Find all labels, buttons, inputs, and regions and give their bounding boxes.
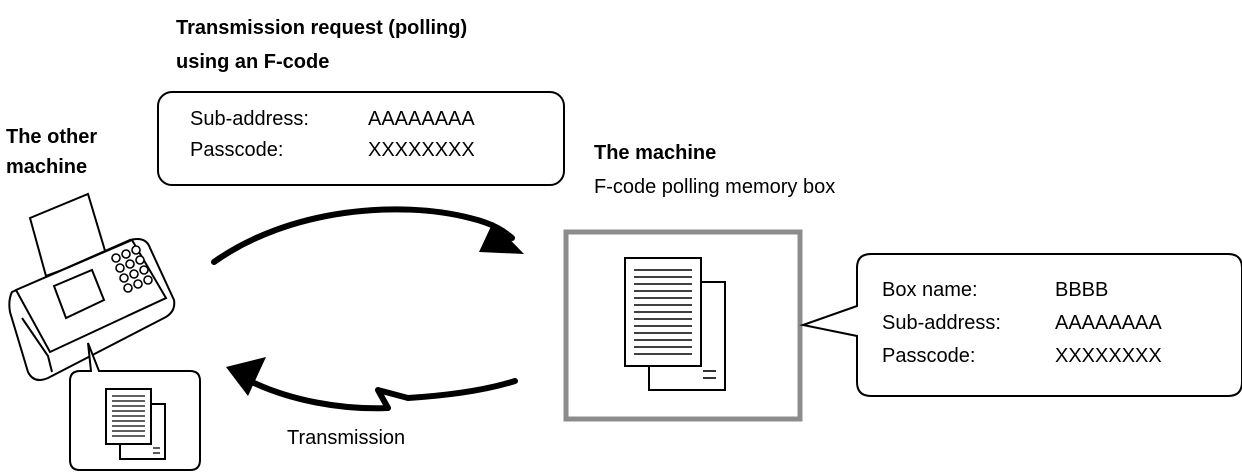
- machine-subtitle: F-code polling memory box: [594, 176, 836, 198]
- request-sub-address-label: Sub-address:: [190, 108, 309, 130]
- box-name-value: BBBB: [1055, 279, 1109, 301]
- request-callout-box: [157, 91, 565, 186]
- box-info-callout: [799, 253, 1242, 397]
- request-sub-address-value: AAAAAAAA: [368, 108, 475, 130]
- box-name-label: Box name:: [882, 279, 978, 301]
- documents-icon: [624, 257, 726, 391]
- box-sub-address-value: AAAAAAAA: [1055, 312, 1162, 334]
- request-passcode-value: XXXXXXXX: [368, 139, 475, 161]
- box-sub-address-label: Sub-address:: [882, 312, 1001, 334]
- other-machine-line2: machine: [6, 156, 88, 178]
- transmission-label: Transmission: [287, 427, 406, 449]
- request-title-line1: Transmission request (polling): [176, 17, 468, 39]
- arrow-left-icon: [226, 357, 518, 412]
- request-title: Transmission request (polling) using an …: [176, 15, 467, 75]
- box-passcode-label: Passcode:: [882, 345, 976, 367]
- machine-title: The machine: [594, 142, 717, 164]
- fax-machine-icon: [8, 192, 176, 381]
- box-passcode-value: XXXXXXXX: [1055, 345, 1162, 367]
- arrow-right-icon: [211, 206, 524, 265]
- other-machine-title: The other machine: [6, 124, 97, 180]
- other-machine-line1: The other: [6, 126, 98, 148]
- request-passcode-label: Passcode:: [190, 139, 284, 161]
- request-title-line2: using an F-code: [176, 51, 330, 73]
- fax-document-callout: [69, 342, 201, 471]
